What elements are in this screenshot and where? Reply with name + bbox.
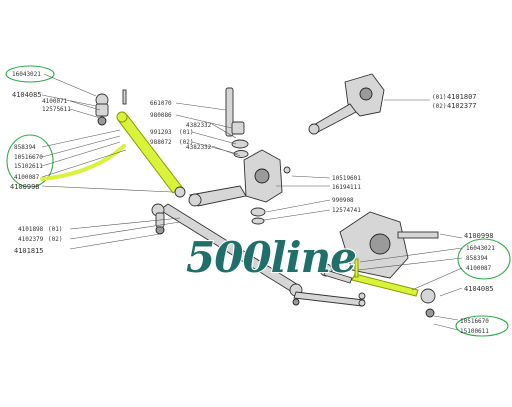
part-label: 4101815 [14, 247, 44, 255]
part-label: 4100071 [42, 98, 68, 105]
part-label: 4100087 [466, 265, 492, 272]
part-label: 988072 [150, 139, 172, 146]
tie-rod-end-top-left [95, 89, 127, 126]
part-label: (02) [48, 236, 62, 243]
part-label: 4102379 [18, 236, 44, 243]
part-label: 4104085 [464, 285, 494, 293]
part-label: 4100998 [464, 232, 494, 240]
highlighted-drag-link [116, 111, 186, 198]
part-label: 990908 [332, 197, 354, 204]
part-label: 4382332 [186, 144, 212, 151]
highlighted-tie-rod-right [319, 258, 436, 318]
part-label: 858394 [466, 255, 488, 262]
pivot-bolt [225, 87, 249, 158]
callout-ring-right [457, 238, 511, 280]
part-label: 12574741 [332, 207, 361, 214]
part-label: 858394 [14, 144, 36, 151]
part-label: 10516670 [14, 154, 43, 161]
part-label: 4100998 [10, 183, 40, 191]
part-label: (02) [432, 103, 446, 110]
part-label: (01) [432, 94, 446, 101]
part-label: 661070 [150, 100, 172, 107]
part-label: 4104085 [12, 91, 42, 99]
callout-ring-top-left [5, 65, 55, 83]
part-label: 16043021 [12, 71, 41, 78]
part-label: (01) [179, 129, 193, 136]
part-label: 4382332 [186, 122, 212, 129]
part-label: (01) [48, 226, 62, 233]
part-label: 4102377 [447, 102, 477, 110]
highlight-stroke [40, 144, 126, 181]
part-label: 10516670 [460, 318, 489, 325]
part-label: 15102611 [14, 163, 43, 170]
part-label: 15100611 [460, 328, 489, 335]
tie-rod-lower-left [151, 203, 303, 306]
relay-rod-lower-right [293, 291, 366, 307]
part-label: (02) [179, 139, 193, 146]
part-label: 12575611 [42, 106, 71, 113]
part-label: 16194111 [332, 184, 361, 191]
part-label: 4101898 [18, 226, 44, 233]
callout-ring-right-low [455, 315, 509, 337]
leader-lines [41, 73, 463, 331]
steering-arm [308, 73, 385, 135]
watermark: 500line [186, 233, 356, 282]
part-label: 10519601 [332, 175, 361, 182]
part-label: 980086 [150, 112, 172, 119]
part-label: 4100087 [14, 174, 40, 181]
callout-ring-left-mid [6, 134, 54, 188]
part-label: 16043021 [466, 245, 495, 252]
part-label: 991293 [150, 129, 172, 136]
idler-arm [188, 149, 291, 225]
part-label: 4101807 [447, 93, 477, 101]
